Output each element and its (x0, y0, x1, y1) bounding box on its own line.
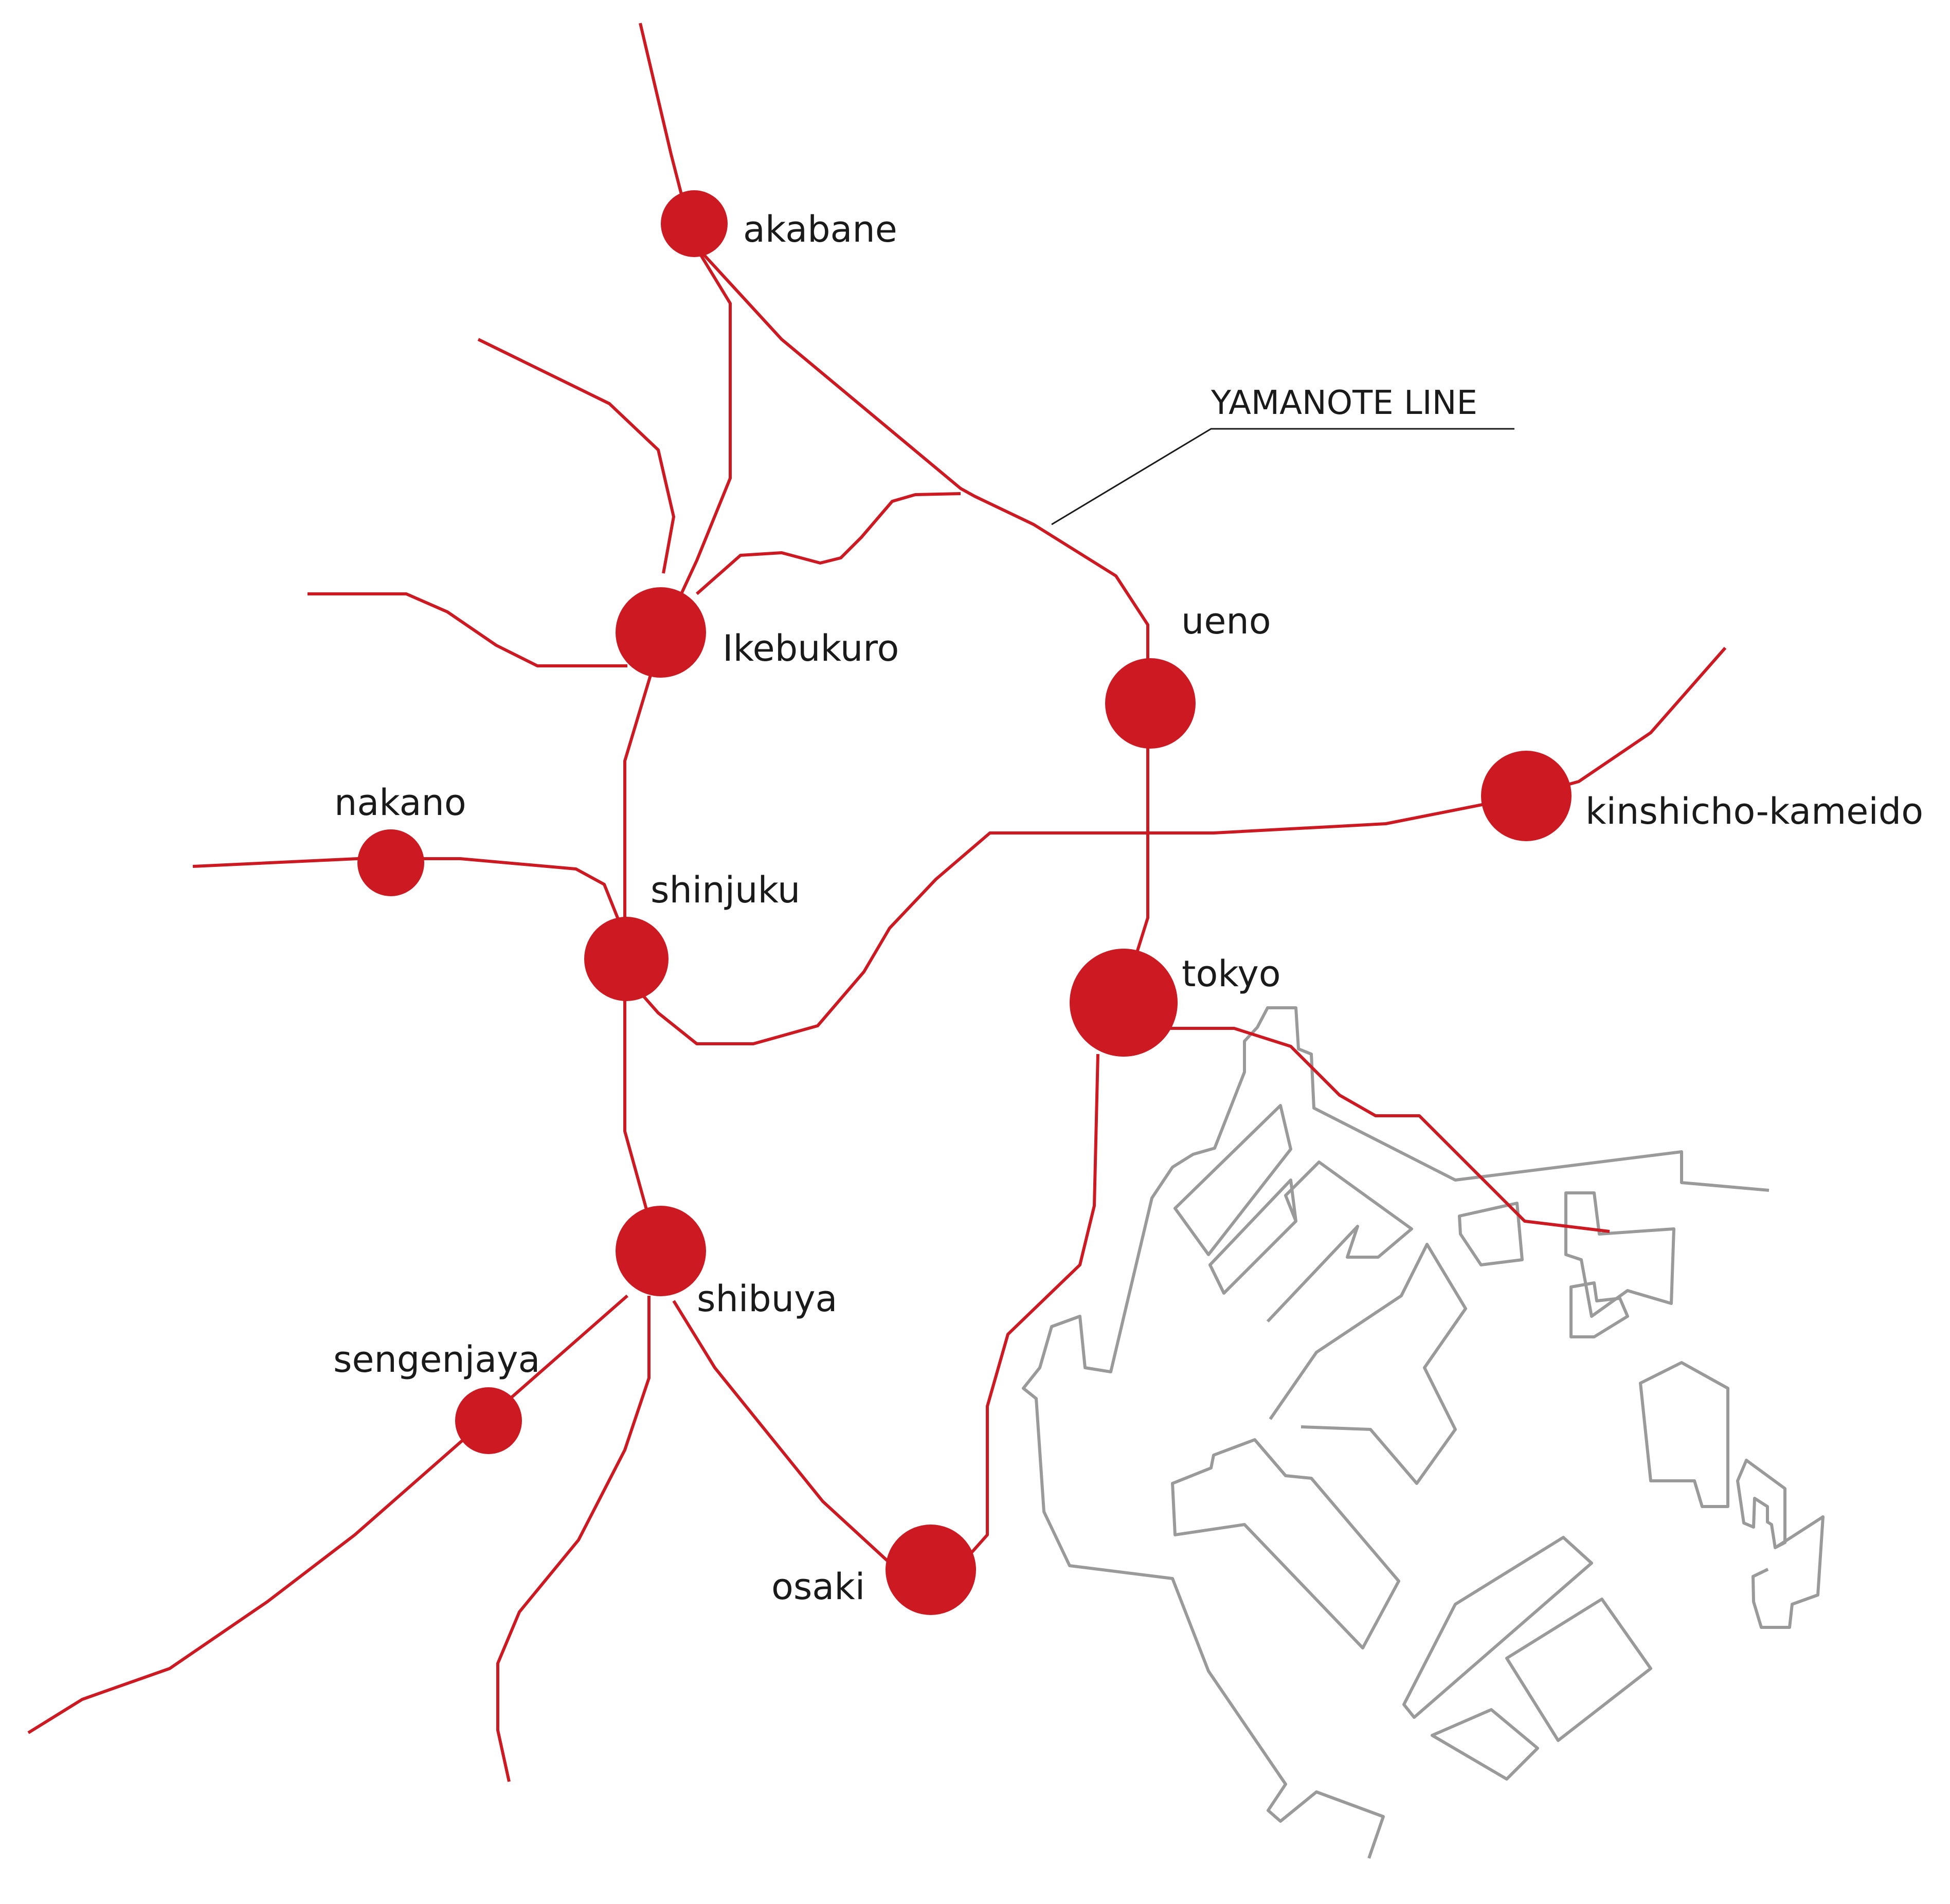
station-label-osaki: osaki (771, 1566, 865, 1608)
coastline-bay-edge (1022, 1006, 1770, 1859)
coastline-mainland (1736, 1459, 1825, 1629)
station-dot-shibuya[interactable] (616, 1206, 706, 1296)
pier-9 (1171, 1438, 1400, 1649)
rail-line (672, 1300, 919, 1590)
rail-line (477, 338, 675, 574)
stations: akabane Ikebukuro ueno nakano shinjuku k… (333, 190, 1923, 1615)
rail-lines (27, 23, 1727, 1782)
station-dot-akabane[interactable] (661, 190, 728, 257)
rail-line (496, 1296, 651, 1782)
rail-line (308, 592, 627, 667)
station-label-shinjuku: shinjuku (651, 869, 800, 911)
station-label-nakano: nakano (334, 782, 466, 824)
pier-3 (1266, 1160, 1413, 1323)
station-dot-kinshicho-kameido[interactable] (1481, 751, 1572, 841)
station-label-ueno: ueno (1181, 600, 1271, 642)
station-label-shibuya: shibuya (697, 1278, 837, 1320)
station-dot-ueno[interactable] (1105, 658, 1196, 749)
station-label-tokyo: tokyo (1182, 953, 1281, 995)
pier-10 (1402, 1536, 1593, 1719)
station-label-sengenjaya: sengenjaya (333, 1338, 540, 1381)
pier-4 (1269, 1243, 1467, 1485)
rail-line (1126, 1027, 1610, 1233)
pier-12 (1431, 1708, 1539, 1781)
station-label-kinshicho-kameido: kinshicho-kameido (1585, 790, 1923, 832)
coastline (1022, 1006, 1825, 1859)
station-dot-osaki[interactable] (886, 1525, 976, 1615)
station-dot-shinjuku[interactable] (584, 917, 669, 1001)
rail-line (192, 857, 626, 937)
station-label-akabane: akabane (743, 208, 897, 250)
station-dot-ikebukuro[interactable] (616, 587, 706, 678)
rail-line (27, 1294, 628, 1734)
rail-line (696, 492, 961, 595)
station-dot-sengenjaya[interactable] (455, 1387, 522, 1454)
yamanote-line-label: YAMANOTE LINE (1211, 384, 1477, 422)
station-dot-tokyo[interactable] (1070, 949, 1178, 1057)
station-dot-nakano[interactable] (357, 829, 424, 896)
rail-line (965, 1054, 1099, 1559)
station-label-ikebukuro: Ikebukuro (723, 627, 899, 669)
line-label-leader (1051, 428, 1514, 525)
rail-line (693, 243, 1149, 995)
pier-11 (1505, 1598, 1652, 1742)
pier-6 (1564, 1191, 1675, 1318)
pier-1 (1173, 1104, 1292, 1256)
pier-5 (1458, 1202, 1524, 1266)
pier-7 (1569, 1281, 1629, 1338)
pier-8 (1639, 1361, 1729, 1508)
